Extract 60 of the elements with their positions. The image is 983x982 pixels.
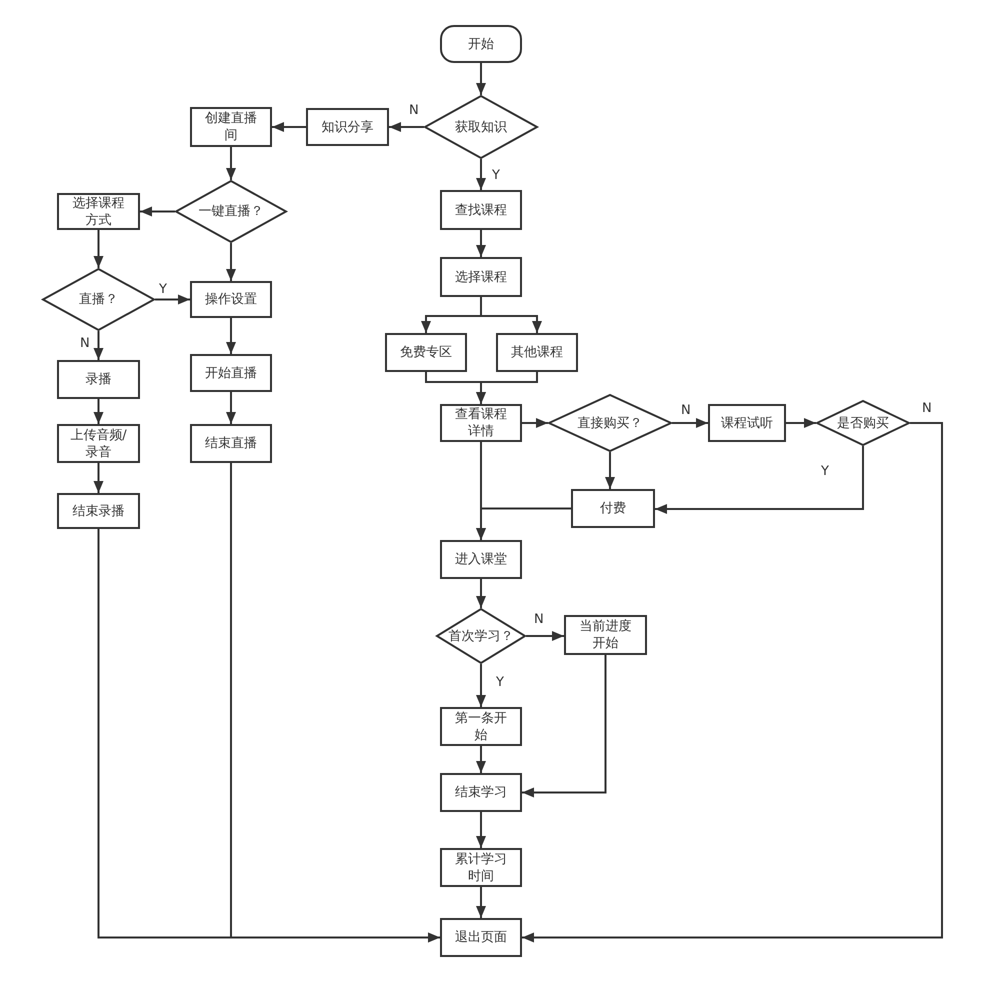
process-box: 查看课程详情: [440, 404, 522, 442]
process-box: 进入课堂: [440, 540, 522, 579]
process-box: 付费: [571, 489, 655, 528]
process-box: 知识分享: [306, 108, 389, 146]
process-box: 结束直播: [190, 424, 272, 463]
decision-diamond: 首次学习？: [436, 608, 526, 664]
process-box: 创建直播间: [190, 107, 272, 147]
arrow: [522, 422, 943, 942]
arrow: [94, 230, 104, 268]
arrow: [476, 812, 486, 848]
arrow: [140, 206, 175, 216]
process-box: 其他课程: [496, 333, 578, 372]
arrow: [94, 331, 104, 360]
arrow: [786, 418, 816, 428]
arrow: [476, 508, 571, 540]
arrow: [476, 372, 538, 404]
process-box: 累计学习时间: [440, 848, 522, 887]
process-box: 开始直播: [190, 354, 272, 392]
process-box: 查找课程: [440, 190, 522, 230]
arrow: [226, 147, 236, 180]
process-box: 选择课程方式: [57, 193, 140, 230]
arrow: [476, 664, 486, 707]
decision-diamond: 直接购买？: [548, 394, 672, 452]
arrow: [672, 418, 708, 428]
arrow: [272, 122, 306, 132]
arrow: [226, 318, 236, 354]
arrow: [476, 887, 486, 918]
process-box: 录播: [57, 360, 140, 399]
arrow: [476, 746, 486, 773]
arrow: [226, 243, 236, 281]
process-box: 上传音频/录音: [57, 424, 140, 463]
arrow: [230, 463, 440, 942]
decision-diamond: 一键直播？: [175, 180, 287, 243]
arrow: [522, 655, 606, 798]
arrow: [526, 631, 564, 641]
process-box: 免费专区: [385, 333, 467, 372]
decision-diamond: 直播？: [42, 268, 155, 331]
arrow: [94, 399, 104, 424]
process-box: 操作设置: [190, 281, 272, 318]
process-box: 选择课程: [440, 257, 522, 297]
arrow: [94, 463, 104, 493]
arrow: [226, 392, 236, 424]
arrow: [605, 452, 615, 489]
process-box: 课程试听: [708, 404, 786, 442]
arrow: [476, 159, 486, 190]
arrow: [522, 418, 548, 428]
process-box: 第一条开始: [440, 707, 522, 746]
process-box: 结束录播: [57, 493, 140, 529]
arrow: [476, 230, 486, 257]
decision-diamond: 是否购买: [816, 400, 910, 446]
arrow: [476, 63, 486, 95]
arrow: [155, 294, 190, 304]
process-box: 当前进度开始: [564, 615, 647, 655]
arrow: [389, 122, 424, 132]
start-terminal: 开始: [440, 25, 522, 63]
arrow: [655, 446, 864, 514]
process-box: 退出页面: [440, 918, 522, 957]
decision-diamond: 获取知识: [424, 95, 538, 159]
process-box: 结束学习: [440, 773, 522, 812]
arrow: [476, 579, 486, 608]
